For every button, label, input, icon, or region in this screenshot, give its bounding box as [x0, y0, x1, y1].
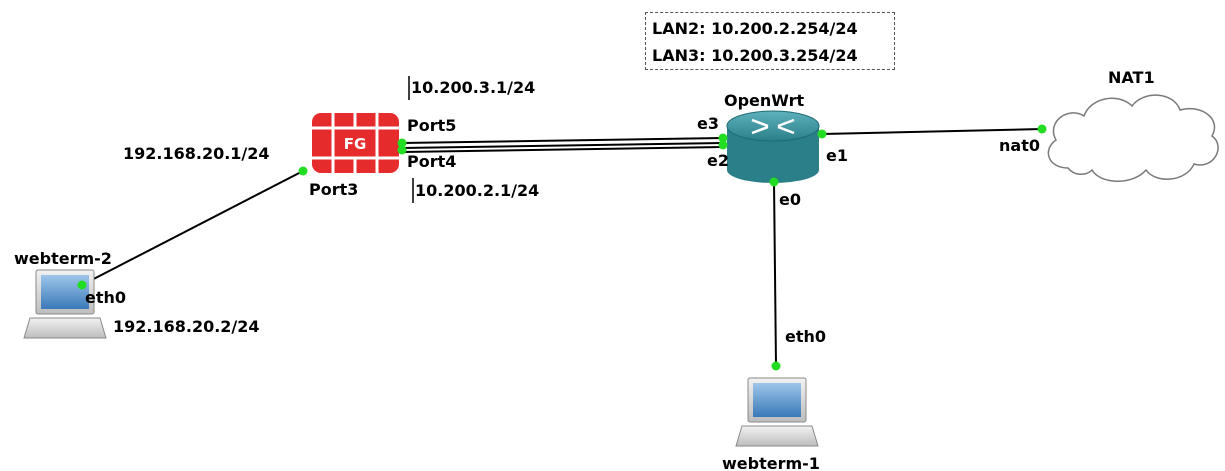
wt1-eth0-label: eth0 [785, 327, 826, 346]
port-dot-fg-port4[interactable] [397, 145, 407, 155]
laptop-screen [753, 383, 801, 417]
webterm2-name: webterm-2 [14, 249, 112, 268]
openwrt-name: OpenWrt [724, 91, 805, 110]
webterm1-name: webterm-1 [722, 454, 820, 471]
fortigate-label: FG [344, 135, 367, 153]
port-dot-owrt-e0[interactable] [769, 177, 779, 187]
links [81, 128, 1043, 367]
owrt-e0-label: e0 [779, 190, 801, 209]
fg-port5-label: Port5 [407, 116, 456, 135]
port-dots [77, 124, 1047, 371]
laptop-base [23, 317, 107, 339]
nat-cloud-node[interactable]: NAT1 [1047, 68, 1219, 182]
fg-port4-label: Port4 [407, 152, 456, 171]
link-openwrt-webterm1[interactable] [773, 180, 777, 367]
fg-port5-address: 10.200.3.1/24 [411, 78, 535, 97]
router-icon [727, 126, 819, 183]
note-line-lan3: LAN3: 10.200.3.254/24 [652, 46, 858, 65]
openwrt-node[interactable]: OpenWrt [724, 91, 820, 183]
labels: 192.168.20.1/24 Port3 Port5 Port4 10.200… [85, 78, 1040, 346]
wt2-eth0-address: 192.168.20.2/24 [113, 317, 260, 336]
port-dot-fg-port5[interactable] [397, 138, 407, 148]
fg-port3-label: Port3 [309, 180, 358, 199]
owrt-e1-label: e1 [826, 146, 848, 165]
nat0-label: nat0 [999, 136, 1040, 155]
lan-note-box[interactable]: LAN2: 10.200.2.254/24 LAN3: 10.200.3.254… [645, 12, 895, 70]
port-dot-fg-port3[interactable] [298, 166, 308, 176]
note-line-lan2: LAN2: 10.200.2.254/24 [652, 19, 858, 38]
link-fg-port5-openwrt-e3[interactable] [401, 137, 724, 144]
wt2-eth0-label: eth0 [85, 288, 126, 307]
owrt-e2-label: e2 [707, 151, 729, 170]
fg-port3-address: 192.168.20.1/24 [123, 144, 270, 163]
cloud-icon [1047, 94, 1219, 182]
port-dot-wt1-eth0[interactable] [771, 361, 781, 371]
laptop-base [735, 425, 819, 447]
link-fg-port4-openwrt-e2b [401, 146, 724, 153]
owrt-e3-label: e3 [697, 114, 719, 133]
link-openwrt-nat[interactable] [821, 128, 1043, 135]
fortigate-node[interactable]: FG [312, 113, 399, 173]
link-fg-port4-openwrt-e2[interactable] [401, 142, 724, 149]
port-dot-nat0[interactable] [1037, 124, 1047, 134]
port-dot-owrt-e3[interactable] [718, 133, 728, 143]
link-webterm2-fg[interactable] [81, 170, 304, 286]
webterm1-node[interactable]: webterm-1 [722, 377, 820, 471]
port-dot-owrt-e2[interactable] [718, 140, 728, 150]
laptop-screen [41, 275, 89, 309]
port-dot-owrt-e1[interactable] [817, 129, 827, 139]
nat-name: NAT1 [1108, 68, 1155, 87]
fg-port4-address: 10.200.2.1/24 [415, 181, 539, 200]
port-dot-wt2-eth0[interactable] [77, 280, 87, 290]
